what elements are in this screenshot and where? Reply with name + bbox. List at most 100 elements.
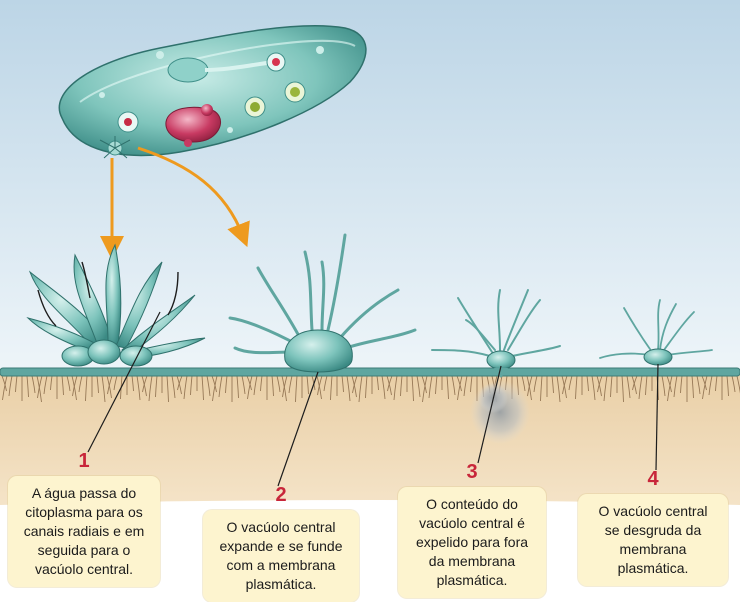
cilium-hair [236,375,239,399]
cilium-hair [50,375,53,391]
plasma-membrane [0,367,740,377]
step-1-number: 1 [78,450,90,472]
cilium-hair [673,375,678,398]
cilium-hair [661,375,666,397]
paramecium [58,24,367,159]
cilium-hair [247,375,253,400]
vacuole-stage-2 [228,233,417,373]
step-4-line: membrana [619,541,687,557]
cilium-hair [43,375,48,395]
cilium-hair [281,375,287,402]
cilium-hair [386,375,392,396]
cilium-hair [526,375,532,401]
cilium-hair [556,375,561,403]
step-3-box: O conteúdo do vacúolo central é expelido… [398,487,546,598]
step-2: 2 O vacúolo central expande e se funde c… [203,484,359,602]
cilium-hair [316,375,322,400]
cilium-hair [421,375,427,394]
cilium-hair [183,375,188,400]
cilium-hair [1,375,7,392]
cilium-hair [295,375,298,403]
cilium-hair [271,375,274,397]
cilium-hair [435,375,438,395]
cilium-hair [708,375,713,396]
cilium-hair [306,375,309,395]
cilium-hair [715,375,718,392]
cilium-hair [78,375,83,393]
cilium-hair [533,375,538,393]
cilium-hair [696,375,701,395]
cilium-hair [61,375,64,396]
step-1: 1 A água passa do citoplasma para os can… [8,450,160,587]
leader-line-2 [277,371,319,487]
cilium-hair [626,375,631,399]
cilium-hair [416,375,421,398]
cilium-hair [288,375,293,394]
cilium-hair [177,375,183,391]
cilium-hair [142,375,148,393]
cilium-hair [323,375,328,392]
cilium-hair [26,375,29,398]
step-1-line: citoplasma para os [25,504,143,520]
step-2-line: expande e se funde [219,538,343,554]
leader-line-4 [655,363,659,471]
cilium-hair [282,375,288,398]
step-3-line: expelido para fora [415,534,529,550]
cilium-hair [253,375,258,396]
cilium-hair [101,375,106,403]
step-4-box: O vacúolo central se desgruda da membran… [578,494,728,586]
cilium-hair [645,375,648,396]
cilium-hair [726,375,729,397]
cilium-hair [190,375,193,396]
step-4-number: 4 [647,468,659,490]
arrow-to-step2 [137,146,250,248]
cilium-hair [352,375,358,394]
cilium-hair [113,375,118,391]
cilium-hair [596,375,602,397]
step-3-line: plasmática. [436,572,508,588]
cilium-hair [246,375,252,391]
step-2-box: O vacúolo central expande e se funde com… [203,510,359,602]
step-4-line: plasmática. [617,560,689,576]
cilium-hair [155,375,158,398]
cilium-hair [218,375,223,398]
cilium-hair [387,375,393,392]
cilium-hair [540,375,543,402]
step-3: 3 O conteúdo do vacúolo central é expeli… [398,461,546,598]
cilium-hair [575,375,578,400]
cilium-hair [400,375,403,397]
cilium-hair [562,375,568,395]
cilium-hair [428,375,433,399]
cilium-hair [241,375,246,395]
cilium-hair [107,375,113,395]
cilium-hair [166,375,169,403]
cilium-hair [37,375,43,399]
cilium-hair [225,375,228,394]
cilium-hair [731,375,736,393]
cilium-hair [358,375,363,403]
cilium-hair [346,375,351,402]
cilium-hair [463,375,468,397]
cilium-hair [206,375,211,397]
cilium-hair [381,375,386,400]
cilium-hair [201,375,204,401]
cilium-hair [456,375,462,392]
cilium-hair [211,375,217,393]
cilium-hair [591,375,596,401]
cilium-hair [2,375,8,401]
cilium-hair [666,375,672,393]
vacuole-stage-3 [431,289,561,378]
step-2-line: com a membrana [226,557,336,573]
cilium-hair [638,375,643,400]
step-2-line: plasmática. [245,576,317,592]
cilium-hair [691,375,694,399]
cilium-hair [621,375,624,403]
cilium-hair [632,375,638,391]
cilium-hair [148,375,153,402]
step-4-line: se desgruda da [604,522,702,538]
step-4-line: O vacúolo central [598,503,708,519]
cilium-hair [15,375,18,393]
cilium-hair [36,375,42,403]
cilium-hair [212,375,218,402]
